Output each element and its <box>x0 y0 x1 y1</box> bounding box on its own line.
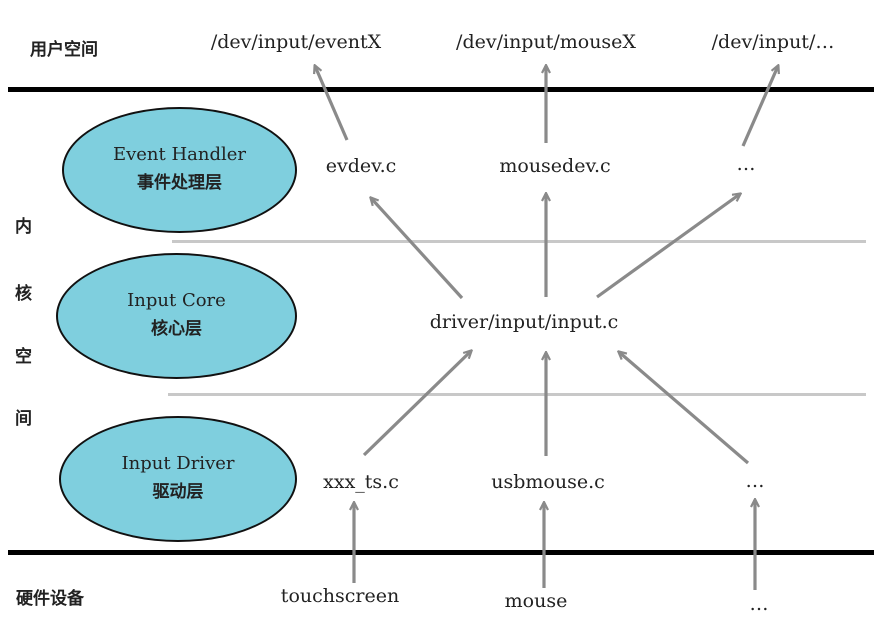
mouse-label: mouse <box>504 590 568 612</box>
kernel-space-label-1: 内 <box>15 217 32 237</box>
event-handler-en: Event Handler <box>112 144 247 165</box>
dev-mousex-label: /dev/input/mouseX <box>456 31 636 53</box>
arrow-core-to-evdev <box>371 198 464 300</box>
arrow-core-to-ellipsis <box>596 194 740 299</box>
kernel-space-label-3: 空 <box>15 347 32 367</box>
evdev-label: evdev.c <box>325 155 397 177</box>
dev-ellipsis-label: /dev/input/… <box>711 31 835 53</box>
user-kernel-boundary <box>8 87 874 92</box>
user-space-label: 用户空间 <box>30 40 98 60</box>
arrow-evdev-to-eventx <box>315 66 349 141</box>
handler-ellipsis-label: … <box>736 153 756 175</box>
input-core-file-label: driver/input/input.c <box>429 311 619 333</box>
kernel-hardware-boundary <box>8 550 874 555</box>
input-driver-cn: 驱动层 <box>152 482 204 502</box>
arrow-ts-to-core <box>362 351 471 457</box>
input-driver-layer: Input Driver 驱动层 <box>59 416 297 542</box>
hardware-label: 硬件设备 <box>16 589 84 609</box>
usbmouse-label: usbmouse.c <box>491 471 605 493</box>
driver-ellipsis-label: … <box>745 470 765 492</box>
input-core-en: Input Core <box>127 290 226 311</box>
input-core-layer: Input Core 核心层 <box>56 253 297 379</box>
mousedev-label: mousedev.c <box>499 155 611 177</box>
touchscreen-label: touchscreen <box>280 585 400 607</box>
input-driver-en: Input Driver <box>121 453 235 474</box>
arrow-driver-ellipsis-to-core <box>619 352 750 465</box>
layer-separator-upper <box>172 240 866 243</box>
event-handler-layer: Event Handler 事件处理层 <box>62 107 297 233</box>
dev-eventx-label: /dev/input/eventX <box>210 31 382 53</box>
layer-separator-lower <box>168 393 866 396</box>
input-core-cn: 核心层 <box>151 319 202 339</box>
xxx-ts-label: xxx_ts.c <box>323 471 399 493</box>
event-handler-cn: 事件处理层 <box>137 173 222 193</box>
kernel-space-label-2: 核 <box>15 284 32 304</box>
kernel-space-label-4: 间 <box>15 409 32 429</box>
arrow-ellipsis-to-dev <box>741 66 778 147</box>
hw-ellipsis-label: … <box>749 593 769 615</box>
